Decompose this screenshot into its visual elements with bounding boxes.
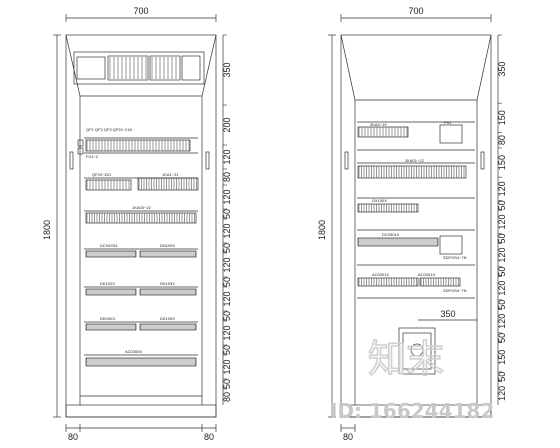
label-ps: PS1 (444, 120, 452, 125)
right-dim-5: 50 (497, 200, 507, 210)
label-dx: DX100X (372, 198, 387, 203)
label-ac: AC0305X (125, 349, 142, 354)
right-right-dims: 350 150 80 150 120 50 120 50 120 50 120 50 120 50 150 5… (497, 34, 507, 401)
left-dim-2: 120 (222, 149, 232, 164)
left-dim-1: 200 (222, 117, 232, 132)
left-dim-15: 50 (222, 379, 232, 389)
label-terminal-1: 1KA03~22 (132, 205, 152, 210)
label-dc-right: DN105X (160, 243, 175, 248)
right-dim-16: 120 (497, 386, 507, 401)
right-dim-8: 120 (497, 248, 507, 263)
right-cabinet-outline (340, 34, 492, 418)
right-dim-4: 120 (497, 181, 507, 196)
left-dimensions (53, 14, 224, 432)
terminal-ticks (86, 57, 465, 366)
left-height-label: 1800 (42, 220, 52, 240)
label-qf-left: QF20~Z01 (92, 172, 112, 177)
label-dc-left: DC04X04 (100, 243, 118, 248)
label-ac-right: AC0201X (418, 272, 435, 277)
right-dim-2: 80 (497, 135, 507, 145)
left-cabinet-outline (65, 34, 217, 418)
right-dim-14: 150 (497, 350, 507, 365)
right-components (357, 121, 475, 375)
right-width-label: 700 (408, 6, 423, 16)
label-ac-tag: SDFGS4~7N (443, 288, 467, 293)
right-dim-7: 50 (497, 233, 507, 243)
label-dc: DC0301X (382, 232, 400, 237)
right-dim-0: 350 (497, 62, 507, 77)
left-dim-12: 120 (222, 325, 232, 340)
right-dim-6: 120 (497, 214, 507, 229)
label-dn-left: DK04X3 (100, 316, 116, 321)
left-right-dims: 350 200 120 80 120 50 120 50 120 50 120 50 120 50 120 5… (222, 34, 232, 402)
label-terminal-2: 2KA01~22 (405, 158, 425, 163)
label-qf-row: QF1 QF2 QF3 QF20~218 (86, 127, 132, 132)
left-dim-14: 120 (222, 359, 232, 374)
left-dim-10: 120 (222, 291, 232, 306)
label-dc-right: SDFGS4~7N (443, 255, 467, 260)
right-height-label: 1800 (317, 220, 327, 240)
right-plinth-label: 80 (343, 432, 353, 442)
left-plinth-right-label: 80 (204, 432, 214, 442)
left-dim-11: 50 (222, 311, 232, 321)
left-dim-7: 50 (222, 243, 232, 253)
label-dn-right: DK105X (160, 316, 175, 321)
right-dim-9: 50 (497, 267, 507, 277)
right-dimensions (328, 14, 499, 432)
left-dim-8: 120 (222, 257, 232, 272)
left-dim-9: 50 (222, 277, 232, 287)
left-dim-4: 120 (222, 189, 232, 204)
right-dim-10: 120 (497, 281, 507, 296)
left-width-label: 700 (133, 6, 148, 16)
left-dim-5: 50 (222, 209, 232, 219)
right-inner-dim: 350 (440, 309, 455, 319)
right-dim-11: 50 (497, 300, 507, 310)
label-dk-left: DK102X (100, 281, 115, 286)
label-top-row: 2KA4~19 (370, 122, 387, 127)
left-dim-0: 350 (222, 62, 232, 77)
right-dim-13: 50 (497, 333, 507, 343)
right-dim-12: 120 (497, 314, 507, 329)
left-plinth-left-label: 80 (68, 432, 78, 442)
label-fu: FU1~2 (86, 154, 99, 159)
left-dim-3: 80 (222, 172, 232, 182)
label-qf-right: 1KA1~21 (162, 172, 179, 177)
label-ac-left: AC0301X (372, 272, 389, 277)
left-dim-6: 120 (222, 223, 232, 238)
right-dim-15: 50 (497, 372, 507, 382)
watermark-brand: 知末 (368, 337, 444, 381)
left-dim-13: 50 (222, 345, 232, 355)
label-dk-right: DK103X (160, 281, 175, 286)
right-dim-1: 150 (497, 110, 507, 125)
right-dim-3: 150 (497, 155, 507, 170)
left-dim-16: 80 (222, 392, 232, 402)
watermark-id: ID: 166244182 (330, 399, 494, 423)
